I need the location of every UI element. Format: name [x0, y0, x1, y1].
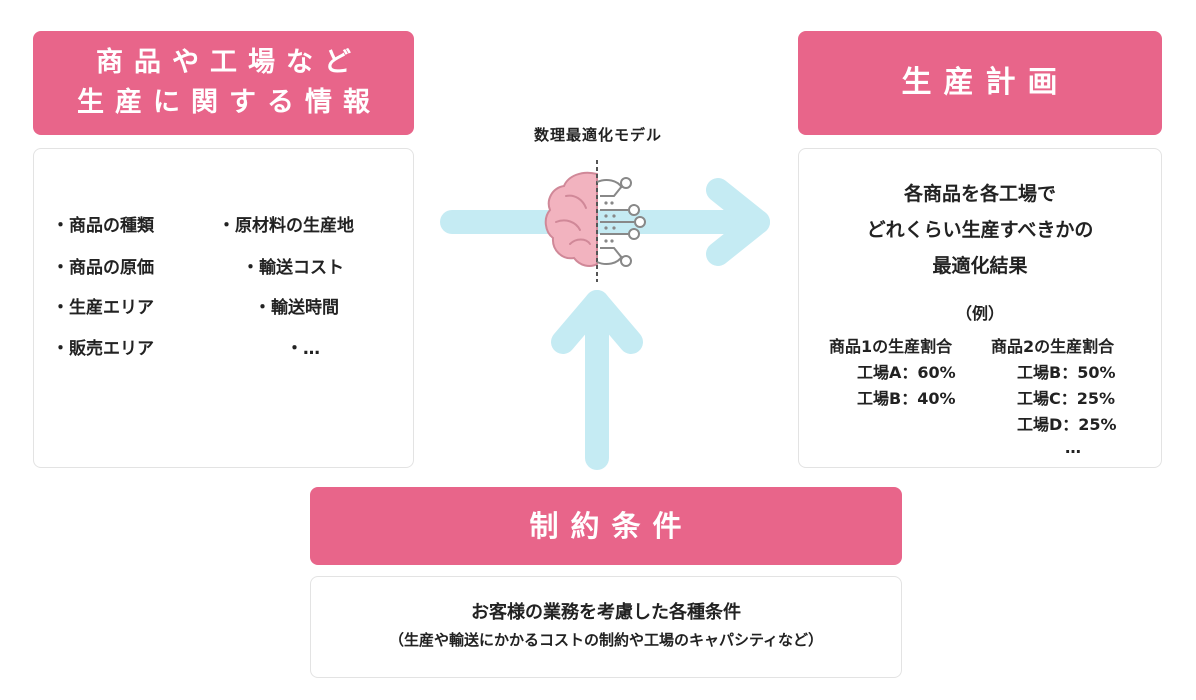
info-item: ・生産エリア	[52, 298, 154, 318]
arrow-right-head	[706, 178, 770, 266]
brain-circuit-icon	[544, 160, 646, 282]
product1-row: 工場A：60%	[857, 363, 956, 382]
plan-description: 各商品を各工場で どれくらい生産すべきかの 最適化結果	[798, 176, 1162, 284]
info-item: ・商品の種類	[52, 216, 154, 236]
plan-line2: どれくらい生産すべきかの	[866, 219, 1094, 241]
arrow-up-head	[551, 290, 643, 354]
product2-row: 工場B：50%	[1017, 363, 1116, 382]
info-item: ・販売エリア	[52, 339, 154, 359]
constraints-header: 制約条件	[310, 487, 902, 565]
info-item: ・輸送コスト	[242, 258, 344, 278]
constraints-line1: お客様の業務を考慮した各種条件	[471, 602, 741, 623]
product1-row: 工場B：40%	[857, 389, 956, 408]
info-item: ・原材料の生産地	[218, 216, 354, 236]
info-box: ・商品の種類 ・商品の原価 ・生産エリア ・販売エリア ・原材料の生産地 ・輸送…	[33, 148, 414, 468]
info-item: ・輸送時間	[254, 298, 339, 318]
constraints-header-title: 制約条件	[529, 509, 694, 543]
info-item: ・商品の原価	[52, 258, 154, 278]
plan-line3: 最適化結果	[932, 255, 1028, 277]
plan-example-label: （例）	[955, 304, 1004, 323]
info-header-line1: 商品や工場など	[96, 47, 362, 78]
product1-column: 商品1の生産割合 工場A：60% 工場B：40%	[829, 334, 956, 412]
plan-line1: 各商品を各工場で	[903, 183, 1056, 205]
constraints-line2: （生産や輸送にかかるコストの制約や工場のキャパシティなど）	[388, 631, 824, 649]
product2-row-ellipsis: …	[1065, 438, 1081, 457]
product2-row: 工場C：25%	[1017, 389, 1116, 408]
product2-column: 商品2の生産割合 工場B：50% 工場C：25% 工場D：25% …	[991, 334, 1117, 458]
product1-title: 商品1の生産割合	[829, 337, 953, 356]
plan-header-title: 生産計画	[901, 65, 1070, 100]
plan-header: 生産計画	[798, 31, 1162, 135]
product2-row: 工場D：25%	[1017, 415, 1117, 434]
plan-box	[798, 148, 1162, 468]
product2-title: 商品2の生産割合	[991, 337, 1115, 356]
info-header: 商品や工場など 生産に関する情報	[33, 31, 414, 135]
info-item: ・…	[286, 339, 320, 359]
model-label: 数理最適化モデル	[533, 126, 662, 144]
constraints-box: お客様の業務を考慮した各種条件 （生産や輸送にかかるコストの制約や工場のキャパシ…	[310, 576, 902, 678]
info-header-line2: 生産に関する情報	[77, 87, 381, 118]
